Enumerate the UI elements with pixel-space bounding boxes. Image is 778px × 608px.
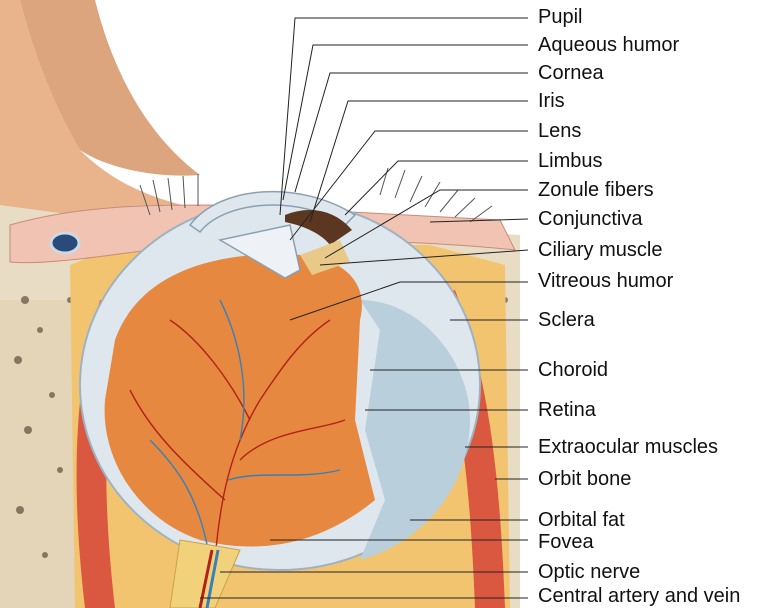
label-ciliary-muscle: Ciliary muscle [538,239,662,261]
label-sclera: Sclera [538,309,595,331]
label-choroid: Choroid [538,359,608,381]
label-iris: Iris [538,90,565,112]
label-conjunctiva: Conjunctiva [538,208,643,230]
label-zonule-fibers: Zonule fibers [538,179,654,201]
label-orbital-fat: Orbital fat [538,509,625,531]
label-limbus: Limbus [538,150,602,172]
label-vitreous-humor: Vitreous humor [538,270,673,292]
label-orbit-bone: Orbit bone [538,468,631,490]
label-cornea: Cornea [538,62,604,84]
label-retina: Retina [538,399,596,421]
label-extraocular-muscles: Extraocular muscles [538,436,718,458]
label-lens: Lens [538,120,581,142]
label-central-artery-and-vein: Central artery and vein [538,585,740,607]
label-pupil: Pupil [538,6,582,28]
label-optic-nerve: Optic nerve [538,561,640,583]
label-aqueous-humor: Aqueous humor [538,34,679,56]
label-fovea: Fovea [538,531,594,553]
